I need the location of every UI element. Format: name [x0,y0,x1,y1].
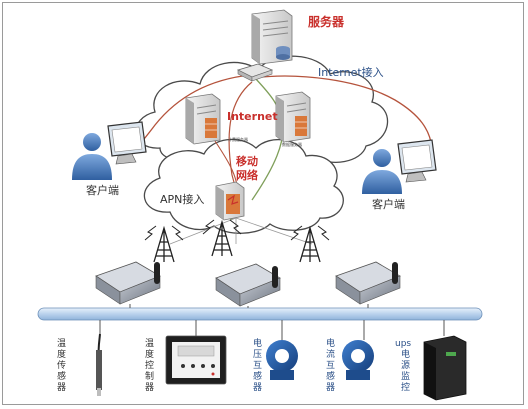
cell-tower-icon-1 [144,225,184,263]
gprs-modem-icon-1 [95,261,161,305]
svg-text:感: 感 [326,370,335,382]
rs485-bus [37,304,483,340]
svg-text:ups: ups [395,339,411,349]
current-transformer-label: 电 流 互 感 器 [326,337,335,393]
temperature-controller-label: 温 度 控 制 器 [145,338,154,393]
svg-text:温: 温 [145,338,154,349]
cell-tower-icon-2 [202,219,242,257]
cell-tower-icon-3 [290,225,330,263]
svg-text:度: 度 [145,348,154,360]
firewall-icon [215,181,245,221]
svg-text:电: 电 [326,337,335,349]
mobile-network-label-2: 网络 [236,168,258,182]
router-icon [236,63,274,82]
svg-text:电: 电 [401,348,410,360]
svg-text:互: 互 [253,360,262,371]
server-label: 服务器 [308,14,345,29]
voltage-transformer-label: 电 压 互 感 器 [253,337,262,393]
svg-text:制: 制 [145,370,154,382]
svg-text:源: 源 [401,360,410,371]
ups-icon [423,335,467,401]
client-left-label: 客户端 [86,183,119,197]
gprs-modem-icon-2 [215,263,281,307]
svg-text:传: 传 [57,359,66,371]
svg-text:互: 互 [326,360,335,371]
internet-label: Internet [227,110,278,123]
svg-text:控: 控 [401,381,410,393]
voltage-transformer-icon [266,340,298,380]
data-server-label: 数据服务器 [282,141,302,147]
internet-access-label: Internet接入 [318,66,384,79]
mobile-network-cloud [143,138,344,234]
ups-monitor-label: ups 电 源 监 控 [395,339,411,393]
svg-text:度: 度 [57,348,66,360]
temperature-probe-icon [96,333,102,396]
svg-text:流: 流 [326,348,335,360]
svg-text:感: 感 [253,370,262,382]
data-server-icon [275,91,311,143]
mobile-network-label-1: 移动 [236,154,258,168]
client-left-icon [72,121,147,180]
temperature-controller-icon [165,335,227,385]
svg-text:器: 器 [145,382,154,393]
svg-text:感: 感 [57,370,66,382]
billing-server-icon [185,93,221,145]
svg-text:器: 器 [326,382,335,393]
main-server-icon [251,9,293,65]
client-right-label: 客户端 [372,197,405,211]
apn-access-label: APN接入 [160,193,204,206]
diagram-frame [2,2,524,405]
svg-text:压: 压 [253,349,262,360]
current-transformer-icon [342,340,374,380]
svg-text:温: 温 [57,338,66,349]
svg-text:控: 控 [145,359,154,371]
temperature-sensor-label: 温 度 传 感 器 [57,338,66,393]
gprs-modem-icon-3 [335,261,401,305]
billing-server-label: 计费服务器 [228,136,248,142]
client-right-icon [362,139,437,194]
svg-text:器: 器 [253,382,262,393]
svg-text:监: 监 [401,370,410,382]
svg-text:电: 电 [253,337,262,349]
svg-text:器: 器 [57,382,66,393]
